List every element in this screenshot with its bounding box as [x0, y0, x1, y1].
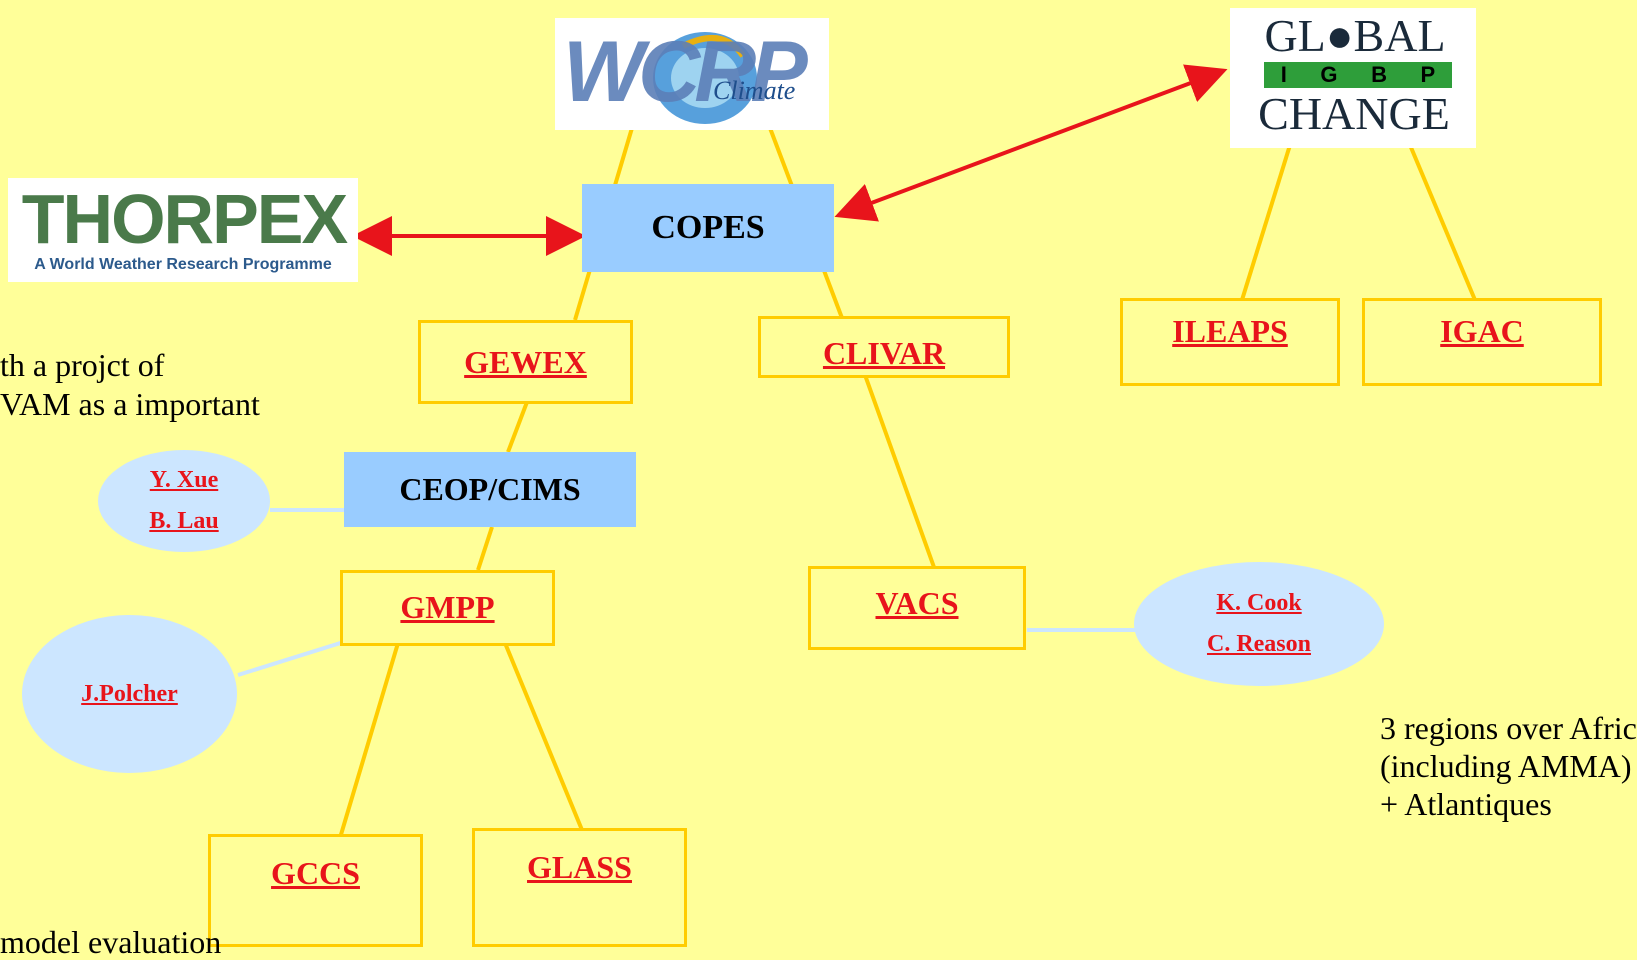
thorpex-logo-tagline: A World Weather Research Programme: [34, 256, 332, 273]
connector-lines: [237, 64, 1477, 839]
global-change-logo: GL●BAL I G B P CHANGE: [1230, 8, 1476, 148]
thorpex-logo-text: THORPEX: [21, 180, 348, 258]
person-link-y-xue[interactable]: Y. Xue: [149, 467, 219, 493]
gmpp-link[interactable]: GMPP: [400, 589, 495, 625]
note-bottom-left: model evaluation: [0, 924, 222, 960]
note-left-top-line2: VAM as a important: [0, 386, 260, 422]
thorpex-logo: THORPEX A World Weather Research Program…: [8, 178, 358, 282]
wcrp-logo-script: Climate: [713, 76, 796, 105]
gewex-box: GEWEX: [418, 320, 633, 404]
igbp-letter-p: P: [1420, 62, 1436, 87]
copes-box: COPES: [582, 184, 834, 272]
clivar-link[interactable]: CLIVAR: [822, 335, 946, 371]
ceop-cims-box: CEOP/CIMS: [344, 452, 636, 527]
wcrp-logo: WCRP Climate: [555, 18, 829, 130]
ceop-cims-label: CEOP/CIMS: [399, 471, 581, 507]
clivar-box: CLIVAR: [758, 316, 1010, 378]
note-right-line2: (including AMMA): [1380, 748, 1632, 784]
glass-box: GLASS: [472, 828, 687, 947]
igbp-letter-g: G: [1320, 62, 1338, 87]
vacs-link[interactable]: VACS: [875, 585, 959, 621]
igac-box: IGAC: [1362, 298, 1602, 386]
vacs-box: VACS: [808, 566, 1026, 650]
note-left-top-line1: th a projct of: [0, 347, 165, 383]
globalchange-copes-arrow: [834, 64, 1228, 222]
global-change-line1: GL●BAL: [1264, 10, 1446, 61]
person-link-b-lau[interactable]: B. Lau: [149, 508, 219, 534]
ceop-people-ellipse: Y. Xue B. Lau: [98, 450, 270, 552]
person-link-j-polcher[interactable]: J.Polcher: [81, 680, 178, 707]
ileaps-box: ILEAPS: [1120, 298, 1340, 386]
gccs-link[interactable]: GCCS: [271, 855, 360, 891]
person-link-k-cook[interactable]: K. Cook: [1216, 590, 1302, 616]
glass-link[interactable]: GLASS: [527, 849, 632, 885]
gewex-link[interactable]: GEWEX: [464, 343, 587, 380]
note-right-line1: 3 regions over Afric: [1380, 710, 1637, 746]
ileaps-link[interactable]: ILEAPS: [1172, 313, 1288, 349]
gmpp-box: GMPP: [340, 570, 555, 646]
vacs-people-ellipse: K. Cook C. Reason: [1134, 562, 1384, 686]
igac-link[interactable]: IGAC: [1440, 313, 1524, 349]
copes-label: COPES: [651, 209, 765, 246]
person-link-c-reason[interactable]: C. Reason: [1206, 631, 1311, 657]
note-right-line3: + Atlantiques: [1380, 786, 1552, 822]
gmpp-people-ellipse: J.Polcher: [22, 615, 237, 773]
gccs-box: GCCS: [208, 834, 423, 947]
global-change-line3: CHANGE: [1258, 88, 1450, 139]
igbp-band: I G B P: [1264, 62, 1452, 88]
wcrp-logo-text: WCRP: [563, 24, 808, 120]
igbp-letter-i: I: [1280, 62, 1287, 87]
igbp-letter-b: B: [1371, 62, 1387, 87]
